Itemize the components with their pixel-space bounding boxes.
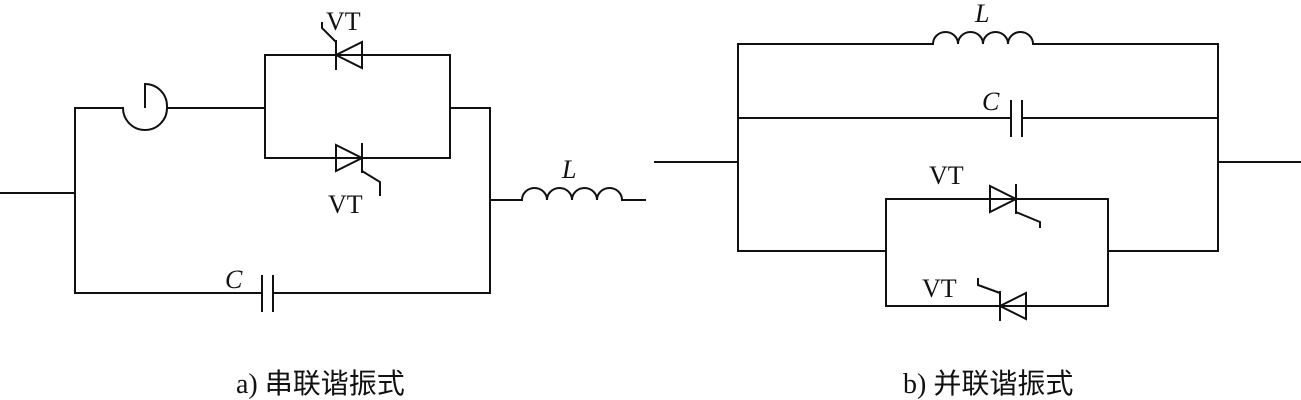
a-thyristor-bottom (335, 143, 381, 196)
a-caption: a) 串联谐振式 (236, 368, 405, 400)
a-switch-symbol (122, 82, 168, 131)
b-caption: b) 并联谐振式 (903, 368, 1073, 400)
a-inductor-symbol (521, 187, 623, 201)
b-inductor-symbol (932, 31, 1034, 45)
a-inductor-label: L (561, 155, 576, 184)
a-vt-top-label: VT (326, 7, 361, 36)
a-thyristor-top (321, 22, 363, 70)
b-capacitor-label: C (982, 87, 1000, 116)
circuit-b: L C VT VT b) 并联谐振式 (654, 0, 1301, 400)
b-capacitor-symbol (1010, 100, 1023, 137)
b-vt-bottom-label: VT (922, 274, 957, 303)
b-thyristor-bottom (977, 278, 1027, 321)
a-capacitor-symbol (261, 275, 274, 312)
b-inductor-label: L (974, 0, 989, 28)
circuit-a: VT VT L C a) 串联谐振式 (0, 7, 646, 400)
a-vt-bottom-label: VT (328, 190, 363, 219)
b-thyristor-top (989, 184, 1041, 228)
b-vt-top-label: VT (929, 161, 964, 190)
a-capacitor-label: C (225, 265, 243, 294)
